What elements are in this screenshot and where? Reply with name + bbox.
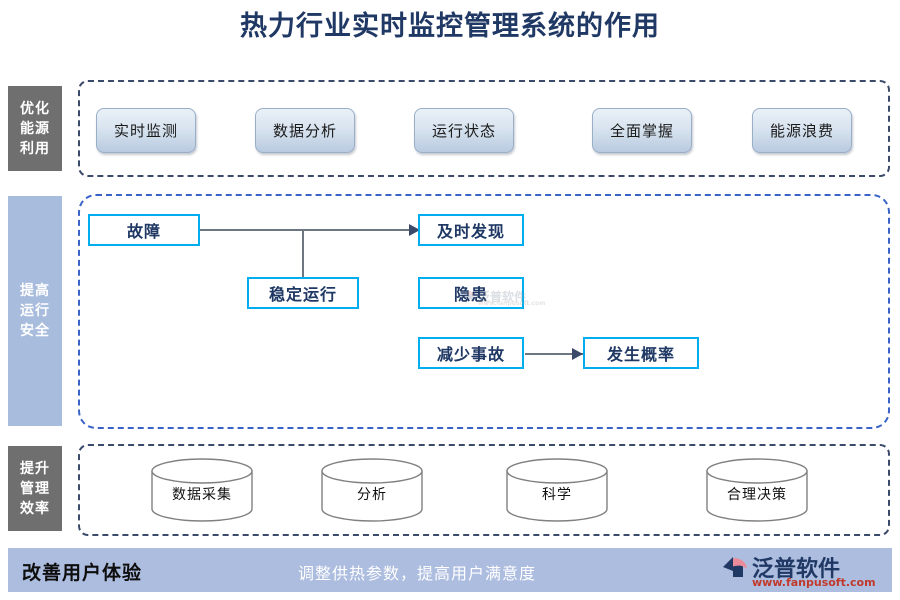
cylinder-label: 合理决策 bbox=[727, 487, 787, 503]
box-reduce-accidents[interactable]: 减少事故 bbox=[418, 337, 524, 369]
footer-bar: 改善用户体验 调整供热参数，提高用户满意度 泛普软件 www.fanpusoft… bbox=[8, 548, 892, 592]
pill-data-analysis[interactable]: 数据分析 bbox=[255, 108, 355, 153]
logo-swoosh-icon bbox=[723, 557, 747, 577]
cylinder-shape-icon bbox=[321, 458, 423, 522]
cylinder-label: 数据采集 bbox=[172, 487, 232, 503]
row-label-line: 提高 bbox=[20, 283, 50, 299]
group-container-row3 bbox=[78, 444, 890, 536]
row-label-line: 利用 bbox=[20, 140, 50, 157]
row-label-line: 安全 bbox=[20, 323, 50, 339]
cylinder-data-collection[interactable]: 数据采集 bbox=[150, 458, 254, 522]
cylinder-label: 科学 bbox=[542, 487, 572, 503]
box-fault[interactable]: 故障 bbox=[88, 214, 200, 246]
cylinder-shape-icon bbox=[706, 458, 808, 522]
cylinder-rational-decision[interactable]: 合理决策 bbox=[705, 458, 809, 522]
page-title: 热力行业实时监控管理系统的作用 bbox=[240, 11, 660, 42]
row-label-line: 提升 bbox=[20, 460, 50, 477]
box-timely-detection[interactable]: 及时发现 bbox=[418, 214, 524, 246]
row-label-line: 管理 bbox=[20, 480, 50, 497]
arrowhead-to-probability bbox=[572, 348, 583, 360]
group-container-row2 bbox=[78, 194, 890, 429]
connector-stable-to-line bbox=[302, 229, 304, 277]
pill-realtime-monitor[interactable]: 实时监测 bbox=[96, 108, 196, 153]
pill-operating-status[interactable]: 运行状态 bbox=[414, 108, 514, 153]
row-label-optimize-energy: 优化 能源 利用 bbox=[8, 86, 62, 171]
box-occurrence-probability[interactable]: 发生概率 bbox=[583, 337, 699, 369]
box-hidden-danger[interactable]: 隐患 bbox=[418, 277, 524, 309]
footer-center-text: 调整供热参数，提高用户满意度 bbox=[298, 564, 537, 583]
group-container-row1 bbox=[78, 80, 890, 177]
row-label-line: 能源 bbox=[20, 120, 50, 137]
logo-url: www.fanpusoft.com bbox=[752, 576, 876, 589]
cylinder-label: 分析 bbox=[357, 487, 387, 503]
cylinder-analysis[interactable]: 分析 bbox=[320, 458, 424, 522]
logo-text: 泛普软件 bbox=[752, 557, 841, 582]
cylinder-shape-icon bbox=[506, 458, 608, 522]
connector-reduce-to-probability bbox=[525, 353, 583, 355]
row-label-line: 效率 bbox=[20, 500, 50, 517]
pill-energy-waste[interactable]: 能源浪费 bbox=[752, 108, 852, 153]
row-label-line: 优化 bbox=[20, 100, 50, 117]
footer-left-text: 改善用户体验 bbox=[22, 562, 143, 584]
row-label-improve-efficiency: 提升 管理 效率 bbox=[8, 446, 62, 531]
row-label-line: 运行 bbox=[20, 303, 50, 319]
connector-fault-to-detect bbox=[200, 229, 420, 231]
row-label-improve-safety: 提高 运行 安全 bbox=[8, 196, 62, 426]
cylinder-science[interactable]: 科学 bbox=[505, 458, 609, 522]
arrowhead-to-detect bbox=[409, 224, 420, 236]
brand-logo[interactable]: 泛普软件 www.fanpusoft.com bbox=[722, 551, 882, 591]
cylinder-shape-icon bbox=[151, 458, 253, 522]
pill-full-control[interactable]: 全面掌握 bbox=[592, 108, 692, 153]
box-stable-operation[interactable]: 稳定运行 bbox=[247, 277, 359, 309]
